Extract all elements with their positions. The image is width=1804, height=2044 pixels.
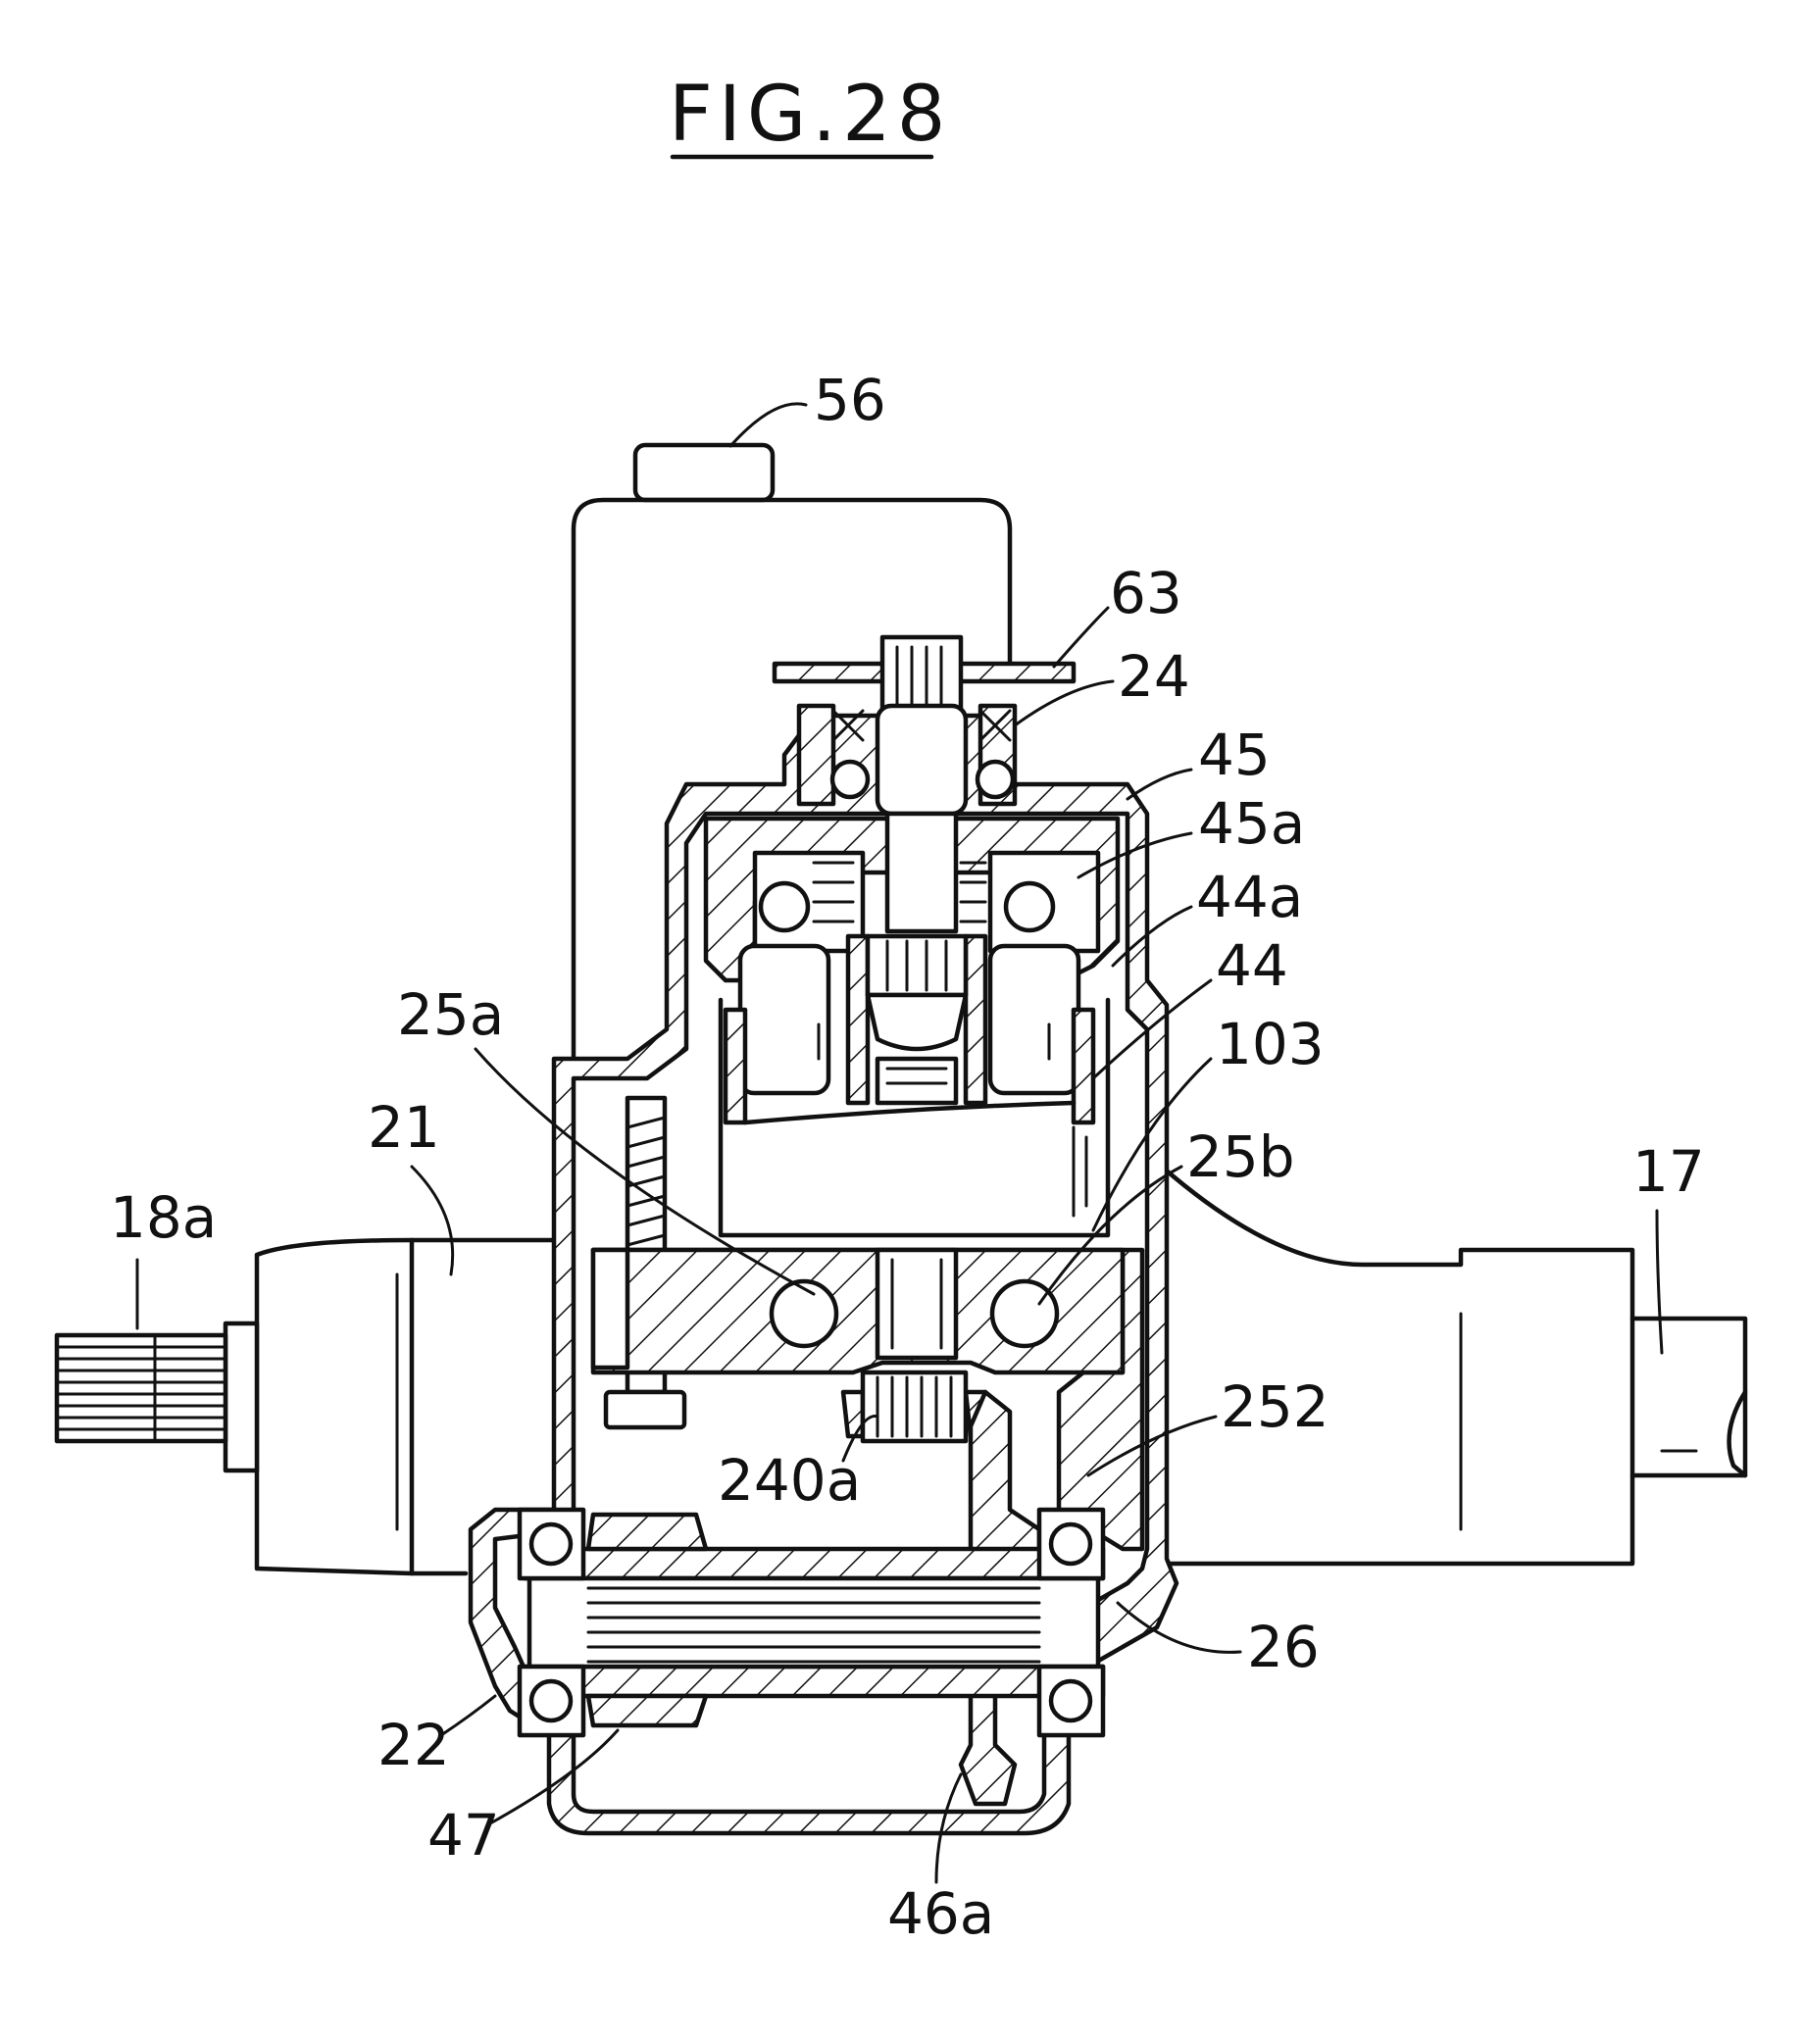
label-103: 103 [1216, 1011, 1325, 1077]
label-26: 26 [1247, 1614, 1320, 1680]
label-46a: 46a [887, 1880, 994, 1947]
label-22: 22 [377, 1712, 450, 1778]
label-25b: 25b [1186, 1123, 1295, 1190]
pinion-240a [843, 1372, 985, 1441]
label-45a: 45a [1198, 790, 1305, 857]
label-45: 45 [1198, 722, 1271, 788]
label-25a: 25a [397, 981, 504, 1048]
label-17: 17 [1632, 1138, 1705, 1205]
label-56: 56 [814, 367, 886, 433]
figure-title: FIG.28 [669, 71, 951, 159]
label-21: 21 [368, 1094, 440, 1161]
label-240a: 240a [718, 1447, 861, 1514]
label-44a: 44a [1196, 864, 1303, 930]
label-24: 24 [1118, 643, 1190, 710]
label-47: 47 [427, 1802, 500, 1869]
splined-shaft-18a [57, 1335, 226, 1441]
reservoir-cap [635, 445, 773, 500]
label-63: 63 [1110, 560, 1182, 626]
output-shaft-26 [525, 1549, 1103, 1696]
label-44: 44 [1216, 932, 1288, 999]
label-18a: 18a [110, 1184, 217, 1251]
label-252: 252 [1221, 1373, 1329, 1440]
